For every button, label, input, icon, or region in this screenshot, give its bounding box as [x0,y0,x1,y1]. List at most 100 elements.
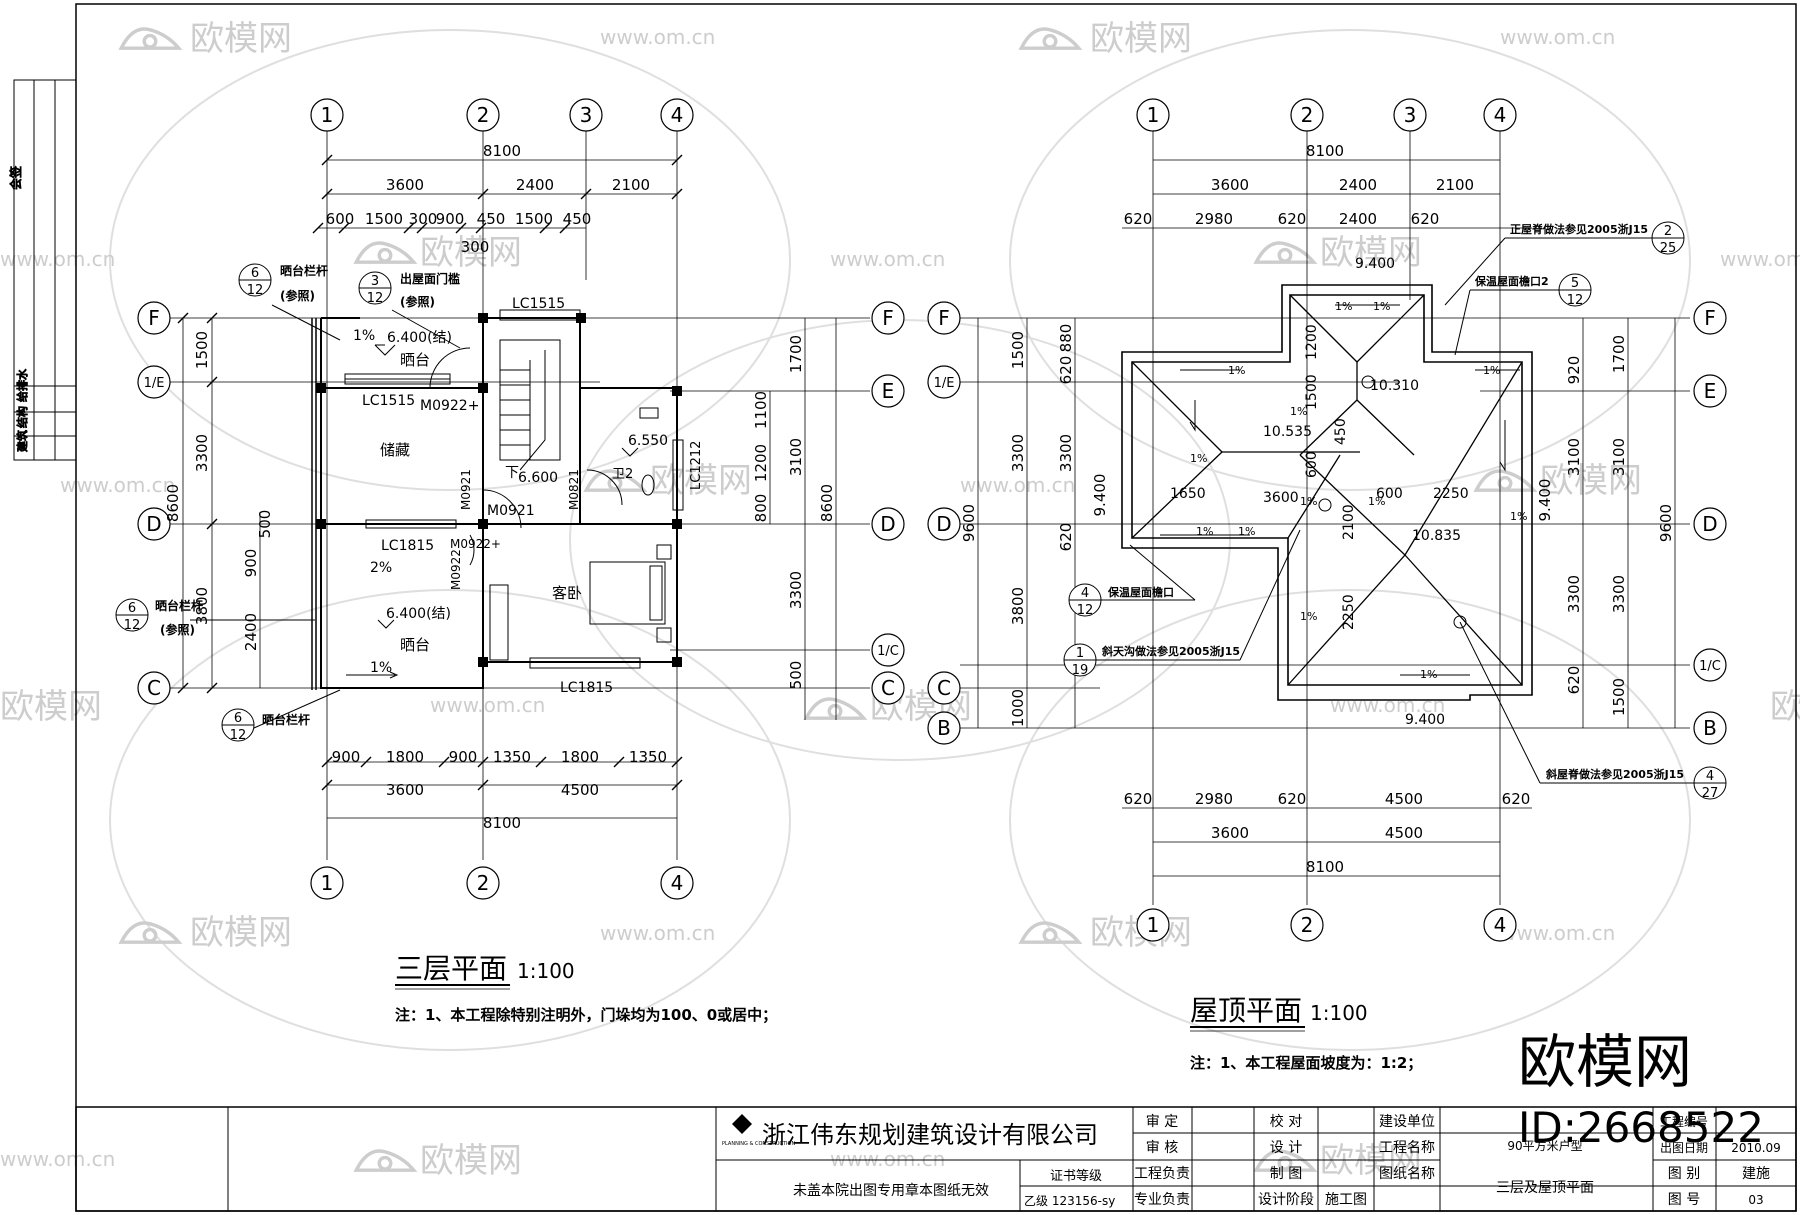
wm-site: www.om.cn [1720,247,1800,271]
roof-dim: 600 [1304,451,1320,478]
svg-text:斜天沟做法参见2005浙J15: 斜天沟做法参见2005浙J15 [1101,644,1240,658]
roof-dim: 10.310 [1370,378,1419,394]
dim: 1500 [193,331,211,369]
detail-callout: 6 12 晒台栏杆 (参照) [115,598,315,637]
dim: 620 [1057,523,1075,552]
wm-site: www.om.cn [0,247,115,271]
dim: 8100 [483,142,521,160]
left-dims-text: 8100 3600 2400 2100 600 1500 300 900 450… [164,142,836,832]
dim: 3600 [386,781,424,799]
wm-site: www.om.cn [1500,921,1615,945]
wm-site: www.om.cn [830,247,945,271]
tb-cell: 出图日期 [1660,1141,1708,1155]
axis-label: D [880,512,895,536]
wm-site: www.om.cn [600,25,715,49]
dim: 9.400 [1536,479,1554,522]
axis-label: D [936,512,951,536]
wm-site: www.om.cn [600,921,715,945]
roof-dim: 2250 [1433,486,1469,502]
dim: 3600 [1211,176,1249,194]
opening-label: M0921 [459,469,473,510]
detail-callout: 4 12 保温屋面檐口 [1068,544,1196,618]
detail-callout: 3 12 出屋面门槛 (参照) [358,271,461,349]
elevation: 6.550 [628,433,668,449]
tb-cell: 图纸名称 [1379,1166,1435,1182]
plan-title: 屋顶平面 [1190,994,1302,1027]
roof-dim: 450 [1333,418,1349,445]
dim: 920 [1565,356,1583,385]
dim: 1500 [515,210,553,228]
dim: 2400 [242,613,260,651]
left-labels: 储藏 晒台 晒台 客卧 卫2 LC1515 LC1515 M0922+ M092… [353,296,704,696]
axis-label: 1 [321,871,334,895]
left-axis-labels: 1 2 3 4 1 2 4 F 1/E D C F E D 1/C C [144,103,899,895]
axis-label: E [1704,379,1717,403]
left-dim-ticks [177,154,683,791]
slope: 1% [1368,495,1385,508]
svg-text:4: 4 [1706,769,1714,784]
slope: 1% [1483,364,1500,377]
right-axis-bubbles [927,98,1727,942]
dim: 500 [787,661,805,690]
opening-label: LC1815 [381,538,434,554]
dim: 1500 [1009,331,1027,369]
left-furniture [489,407,672,661]
dim: 1500 [1610,678,1628,716]
cert-value: 乙级 123156-sy [1024,1194,1115,1208]
svg-text:正屋脊做法参见2005浙J15: 正屋脊做法参见2005浙J15 [1510,222,1648,236]
dim: 3800 [193,587,211,625]
dim: 880 [1057,324,1075,353]
left-columns [316,313,682,667]
axis-label: 4 [1494,103,1507,127]
axis-label: F [1704,306,1716,330]
svg-text:保温屋面檐口: 保温屋面檐口 [1107,585,1174,599]
tb-cell: 工程负责 [1134,1166,1190,1182]
tb-cell: 专业负责 [1134,1192,1190,1208]
stair-down: 下 [505,465,519,481]
slope: 1% [1196,525,1213,538]
slope: 1% [1228,364,1245,377]
axis-label: F [882,306,894,330]
roof-ridges [1131,294,1523,686]
company-name: 浙江伟东规划建筑设计有限公司 [762,1121,1098,1149]
tb-cell: 审 核 [1146,1140,1178,1156]
dim: 8100 [1306,858,1344,876]
project-name: 90平方米户型 [1507,1138,1582,1153]
dim: 300 [409,210,438,228]
right-axis-labels: 1 2 3 4 1 2 4 F 1/E D C B F E D 1/C B [934,103,1721,937]
opening-label: LC1815 [560,680,613,696]
wm-brand: 欧模网 [650,461,752,501]
dim: 3300 [1057,434,1075,472]
axis-label: C [147,676,161,700]
tb-cell: 图 号 [1668,1192,1700,1208]
roof-slope-marks [1160,304,1520,676]
dim: 620 [1124,790,1153,808]
svg-text:6: 6 [251,266,259,281]
wm-site: www.om.cn [960,473,1075,497]
slope: 1% [1290,405,1307,418]
cert-label: 证书等级 [1050,1168,1102,1184]
dim: 3300 [787,571,805,609]
dim: 3300 [1009,434,1027,472]
countersign-strip-content: 会签 建筑 结构 给排水 [8,80,76,460]
axis-label: D [146,512,161,536]
svg-text:12: 12 [367,291,384,306]
dim: 500 [256,510,274,539]
watermark-site: www.om.cn www.om.cn www.om.cn www.om.cn … [0,25,1800,1171]
elevation: 6.600 [518,470,558,486]
right-dims-text: 8100 3600 2400 2100 620 2980 620 2400 62… [960,142,1675,876]
svg-text:4: 4 [1081,586,1089,601]
axis-label: D [1702,512,1717,536]
dim: 3800 [1009,587,1027,625]
left-railings [311,318,317,690]
wm-brand: 欧模网 [1770,687,1800,727]
left-axis-bubbles [137,98,905,900]
elevation: 6.400(结) [386,606,451,622]
roof-dim: 1200 [1304,324,1320,360]
axis-label: B [937,716,951,740]
dim: 620 [1411,210,1440,228]
wm-brand: 欧模网 [1320,1141,1422,1181]
strip-row: 结构 [15,406,29,428]
dim: 2100 [612,176,650,194]
